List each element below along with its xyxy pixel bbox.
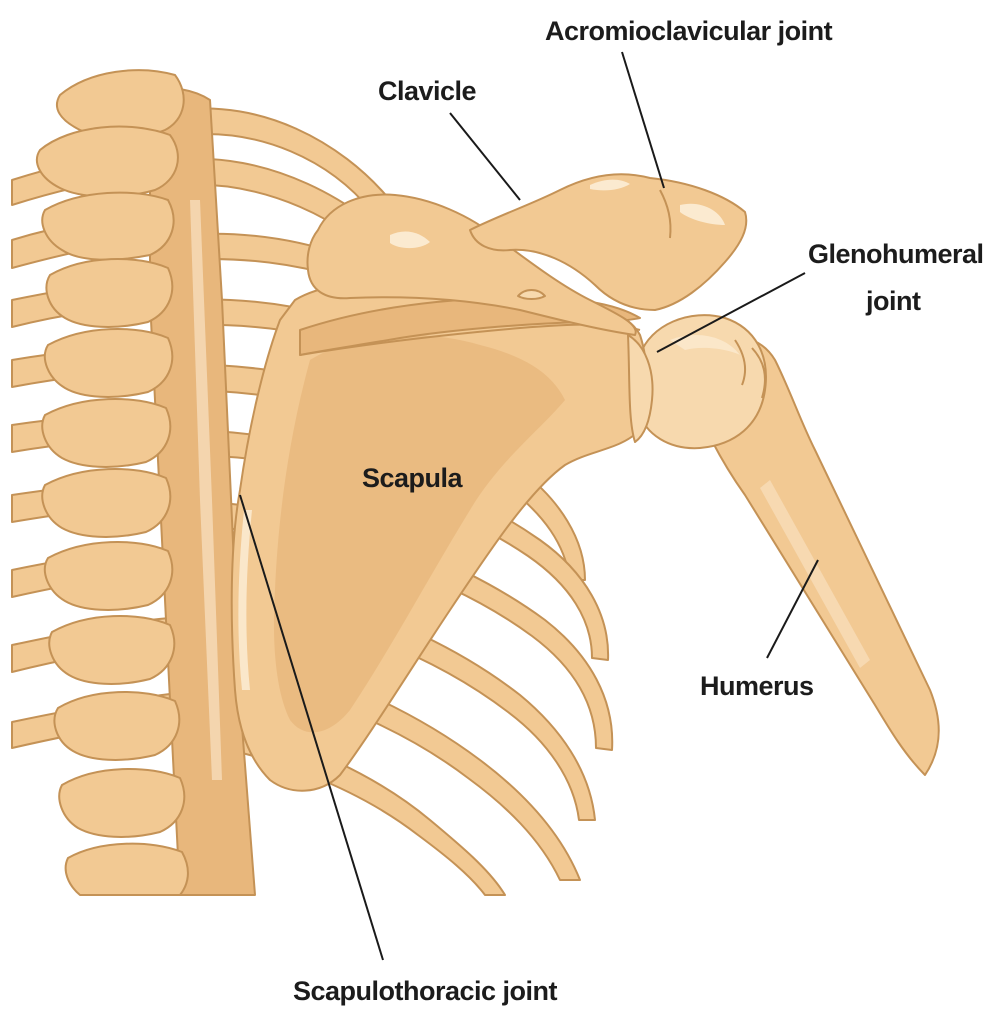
- label-acromioclavicular-joint: Acromioclavicular joint: [545, 16, 833, 46]
- vertebra-12: [66, 844, 188, 895]
- vertebra-6: [42, 399, 170, 467]
- label-scapulothoracic-joint: Scapulothoracic joint: [293, 976, 558, 1006]
- vertebra-3: [42, 193, 173, 260]
- label-glenohumeral-line1: Glenohumeral: [808, 239, 984, 269]
- vertebra-9: [49, 616, 174, 684]
- vertebra-4: [46, 259, 172, 327]
- label-clavicle: Clavicle: [378, 76, 477, 106]
- leader-acromioclavicular: [622, 52, 664, 188]
- vertebra-7: [42, 469, 170, 537]
- vertebra-2: [37, 127, 178, 197]
- vertebra-10: [54, 692, 179, 760]
- label-scapula: Scapula: [362, 463, 464, 493]
- vertebra-5: [45, 329, 172, 397]
- humeral-head: [636, 315, 766, 448]
- humerus-bone: [636, 315, 939, 775]
- leader-humerus: [767, 560, 818, 658]
- spine: [37, 70, 255, 895]
- vertebra-11: [59, 769, 184, 837]
- vertebra-8: [45, 542, 172, 610]
- label-humerus: Humerus: [700, 671, 814, 701]
- leader-clavicle: [450, 113, 520, 200]
- label-glenohumeral-line2: joint: [865, 286, 921, 316]
